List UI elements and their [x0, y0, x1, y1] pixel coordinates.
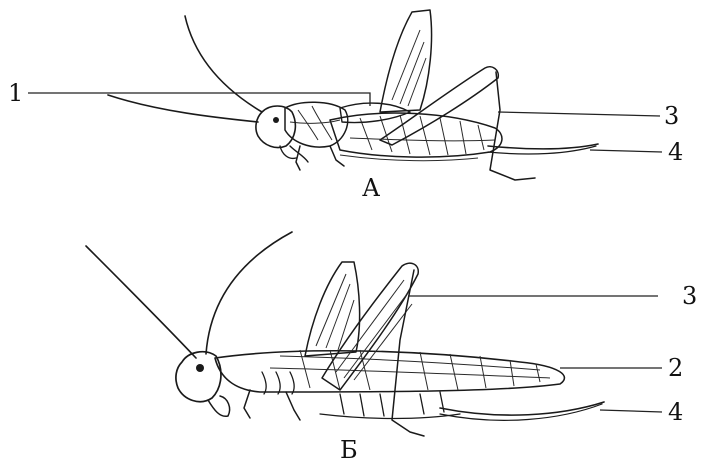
- insect-b-head: [176, 352, 221, 402]
- insect-a-abdomen: [330, 113, 502, 157]
- callout-b-2: 2: [668, 354, 683, 382]
- panel-b-caption: Б: [340, 436, 358, 463]
- callout-a-3: 3: [664, 102, 679, 130]
- insect-b-eye: [196, 364, 204, 372]
- insect-b-antenna-right: [206, 232, 292, 354]
- insect-b-leg-middle: [286, 392, 300, 420]
- insect-a-hind-femur-left: [380, 10, 432, 112]
- insect-a-hind-femur-right: [380, 67, 498, 145]
- callout-a-4-leader: [590, 150, 662, 152]
- insect-b-antenna-left: [86, 246, 196, 358]
- insect-a-thorax: [285, 102, 348, 147]
- insect-a-ovipositor: [488, 144, 598, 149]
- insect-b-ovipositor: [440, 402, 604, 415]
- insect-a-antenna-lower: [108, 95, 258, 122]
- insect-a-head: [256, 106, 295, 148]
- insect-b-hind-femur-right-hatch: [336, 280, 412, 380]
- insect-a-hind-femur-left-hatch: [392, 30, 426, 106]
- insect-a-eye: [273, 117, 279, 123]
- insect-a-leg-middle: [330, 146, 344, 166]
- callout-a-3-leader: [498, 112, 660, 116]
- insect-b-abdomen-segments: [320, 392, 460, 419]
- insect-b: [86, 232, 604, 436]
- insect-a-hind-tibia: [490, 72, 535, 180]
- insect-a: [108, 10, 598, 180]
- callout-b-4: 4: [668, 398, 683, 426]
- callout-b-4-leader: [600, 410, 662, 412]
- callout-a-1: 1: [8, 79, 23, 107]
- callout-a-4: 4: [668, 138, 683, 166]
- panel-a-caption: А: [362, 174, 380, 202]
- insect-b-leg-segments: [262, 372, 294, 394]
- insect-a-antenna-upper: [185, 16, 262, 112]
- callout-b-3: 3: [682, 282, 697, 310]
- insect-b-leg-front: [244, 390, 250, 418]
- insect-a-leg-front: [296, 146, 300, 170]
- callout-a-1-leader: [28, 93, 370, 106]
- insect-a-thorax-texture: [290, 106, 340, 140]
